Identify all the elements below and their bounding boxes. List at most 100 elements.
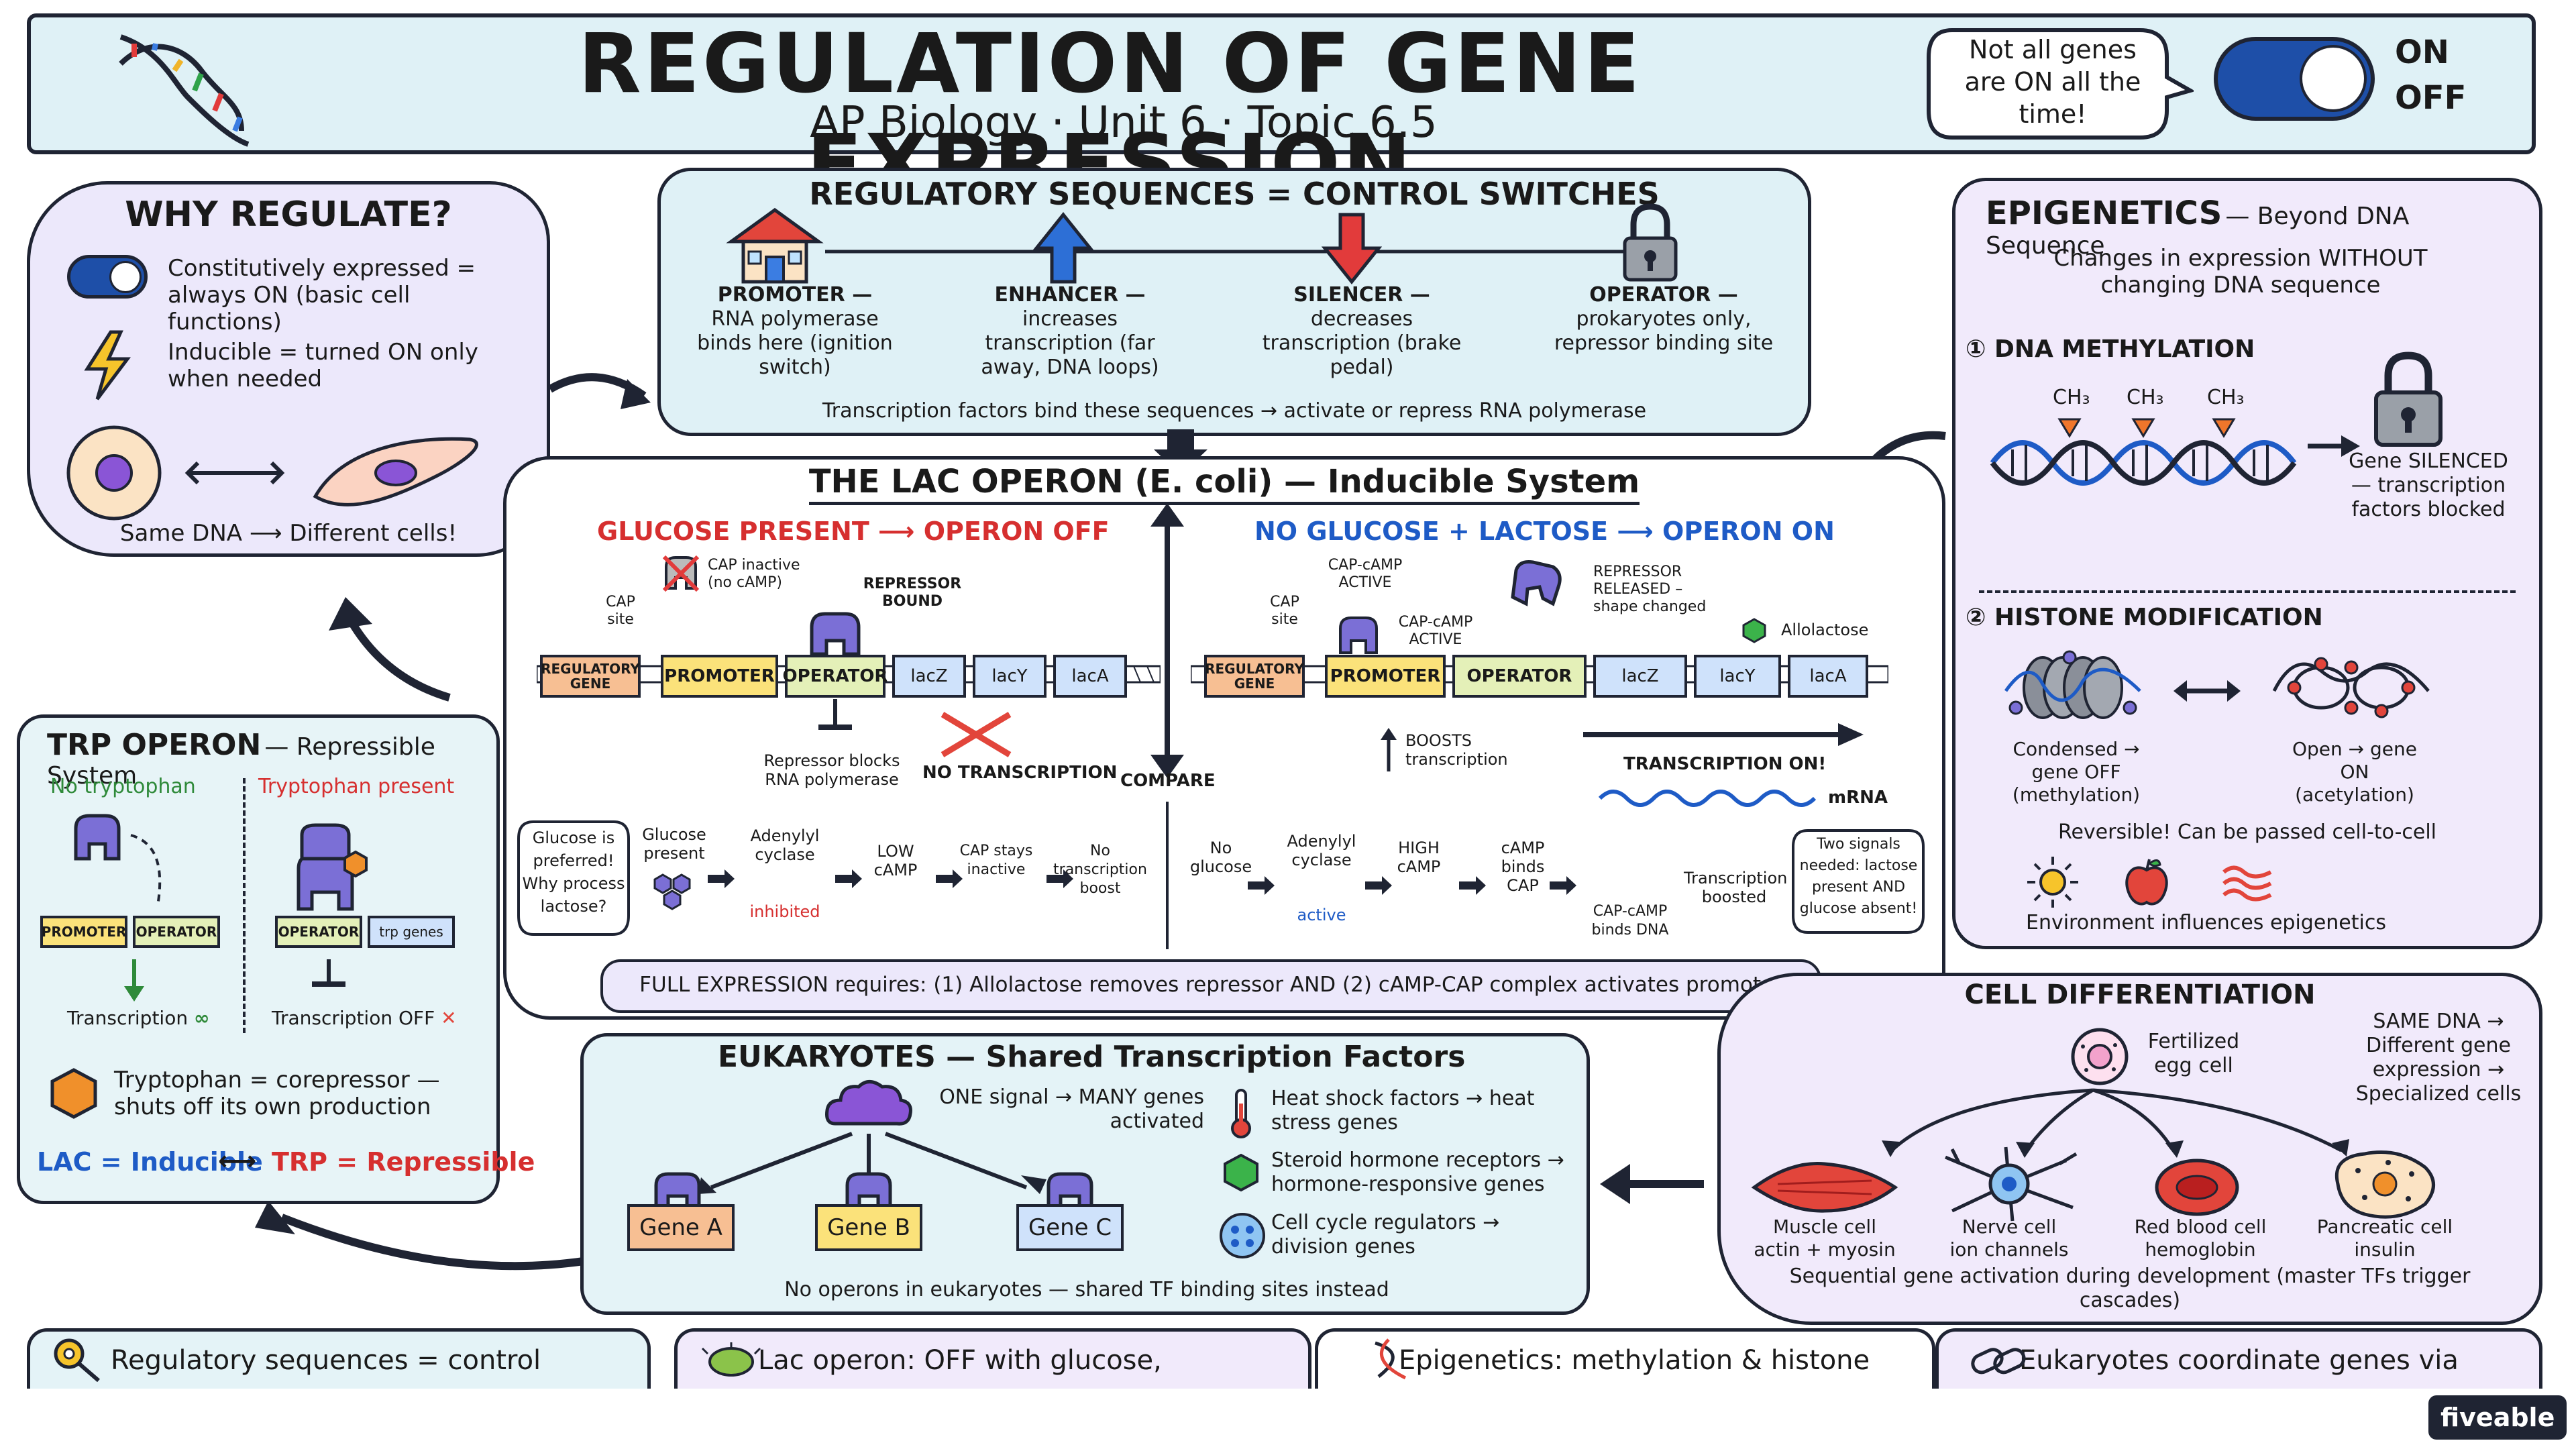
reg-item-enhancer: ENHANCER — increases transcription (far … [959,283,1181,380]
gene-silenced-label: Gene SILENCED — transcription factors bl… [2349,449,2508,521]
cell-name: Nerve cell [1962,1216,2057,1238]
padlock-icon [1623,203,1678,282]
flow-tx-boosted: Transcription boosted [1684,869,1788,906]
condensed-label: Condensed → gene OFF (methylation) [2012,738,2141,806]
right-lacz: lacZ [1593,655,1687,698]
released-repressor-icon [1511,560,1562,606]
summary-card-3[interactable]: Epigenetics: methylation & histone [1315,1328,1935,1389]
toggle-off-label: OFF [2395,79,2467,117]
trp-left-promoter: PROMOTER [40,916,127,948]
page-subtitle: AP Biology · Unit 6 · Topic 6.5 [810,98,1438,148]
sun-icon [2027,857,2078,908]
up-arrow-icon [1033,211,1093,284]
lac-title-text: THE LAC OPERON (E. coli) — Inducible Sys… [808,463,1640,505]
one-signal-text: ONE signal → MANY genes activated [939,1085,1204,1133]
house-icon [726,207,824,284]
same-dna-label: SAME DNA → Different gene expression → S… [2355,1010,2522,1106]
reg-item-name: OPERATOR — [1589,283,1738,307]
left-cap-site-label: CAP site [606,594,635,628]
cap-inactive-label: CAP inactive (no cAMP) [708,557,800,591]
env-label: Environment influences epigenetics [2026,911,2386,934]
boost-arrow-icon [1381,728,1397,771]
trp-repressor-active-icon [297,823,368,911]
lac-title: THE LAC OPERON (E. coli) — Inducible Sys… [503,463,1945,505]
capcamp-active-label: CAP-cAMP ACTIVE [1328,557,1403,591]
flow-capcamp-binds-dna: CAP-cAMP binds DNA [1591,903,1669,938]
summary-card-2[interactable]: Lac operon: OFF with glucose, [674,1328,1311,1389]
apple-icon [2125,859,2168,906]
reg-item-desc: decreases transcription (brake pedal) [1262,307,1462,379]
right-operator: OPERATOR [1452,655,1587,698]
hexagon-icon [1224,1153,1258,1192]
right-question-bubble [1792,829,1925,934]
lac-right-heading: NO GLUCOSE + LACTOSE ⟶ OPERON ON [1254,517,1835,546]
mrna-label: mRNA [1828,788,1888,808]
right-promoter: PROMOTER [1325,655,1446,698]
flow-adenylyl-right: Adenylyl cyclase [1287,832,1356,869]
left-bubble-text: Glucose is preferred! Why process lactos… [522,828,625,916]
flow-no-glucose: No glucose [1189,839,1252,876]
toggle-switch[interactable] [2214,37,2375,121]
diff-title: CELL DIFFERENTIATION [1964,979,2316,1010]
trp-right-operator: OPERATOR [275,916,362,948]
left-flow-arrows [708,869,1073,888]
trp-operon-panel [17,714,500,1204]
constitutive-text: Constitutively expressed = always ON (ba… [168,255,476,335]
tf-cloud-icon [825,1080,912,1126]
repressor-blocks-label: Repressor blocks RNA polymerase [763,751,900,789]
cells-comparison-icon [66,425,478,521]
trp-right-heading: Tryptophan present [258,775,455,798]
epi-histone-heading: ② HISTONE MODIFICATION [1966,604,2323,631]
toggle-knob [2300,45,2367,112]
gene-lock-icon [2374,352,2443,447]
flow-camp-binds: cAMP binds CAP [1501,839,1545,895]
brand-logo[interactable]: fiveable [2428,1395,2567,1440]
right-regulatory-gene: REGULATORY GENE [1204,655,1305,698]
epi-title-main: EPIGENETICS [1986,195,2222,232]
reg-item-desc: increases transcription (far away, DNA l… [981,307,1159,379]
reg-item-promoter: PROMOTER — RNA polymerase binds here (ig… [684,283,906,380]
trp-transcription-off: Transcription OFF ✕ [272,1006,457,1030]
boosts-label: BOOSTS transcription [1405,731,1508,769]
summary-card-1-text: Regulatory sequences = control [111,1344,541,1376]
chain-link-icon [1971,1348,2026,1375]
trp-tx-off-label: Transcription OFF [272,1007,435,1029]
left-regulatory-gene: REGULATORY GENE [540,655,641,698]
right-laca: lacA [1788,655,1868,698]
waves-icon [2222,865,2272,902]
euk-item-steroid: Steroid hormone receptors → hormone-resp… [1271,1148,1564,1196]
trp-left-heading: No tryptophan [50,775,196,798]
full-expression-text: FULL EXPRESSION requires: (1) Allolactos… [639,973,1782,997]
thermometer-icon [1231,1089,1251,1138]
summary-card-4[interactable]: Eukaryotes coordinate genes via [1935,1328,2542,1389]
flow-active: active [1297,906,1346,924]
speech-bubble-text: Not all genes are ON all the time! [1964,35,2141,129]
compare-arrow [1150,503,1184,778]
lac-operon-panel [503,456,1945,1020]
flow-cap-inactive: CAP stays inactive [959,843,1033,878]
repressor-bound-icon [810,612,861,656]
reg-item-desc: RNA polymerase binds here (ignition swit… [697,307,893,379]
ch3-label-2: CH₃ [2127,386,2164,409]
egg-label: Fertilized egg cell [2147,1030,2240,1077]
nerve-cell-icon [1945,1146,2078,1222]
left-lacy: lacY [973,655,1046,698]
reg-item-operator: OPERATOR — prokaryotes only, repressor b… [1543,283,1784,356]
arrow-trp-to-why [329,597,451,702]
close-icon: ✕ [441,1007,457,1029]
trp-left-operator: OPERATOR [133,916,220,948]
ch3-label-1: CH₃ [2053,386,2090,409]
infinity-icon: ∞ [194,1007,210,1029]
trp-right-genes: trp genes [368,916,455,948]
allolactose-label: Allolactose [1781,621,1869,639]
reg-item-name: PROMOTER — [717,283,873,307]
cell-gene: hemoglobin [2145,1238,2256,1260]
reg-footer: Transcription factors bind these sequenc… [822,399,1647,423]
blocked-symbol-icon [818,699,852,730]
summary-card-1[interactable]: Regulatory sequences = control [27,1328,651,1389]
compare-divider [1166,802,1169,949]
no-transcription-label: NO TRANSCRIPTION [922,763,1118,783]
repressor-released-label: REPRESSOR RELEASED – shape changed [1593,564,1707,615]
arrow-reg-to-lac [1154,429,1208,475]
